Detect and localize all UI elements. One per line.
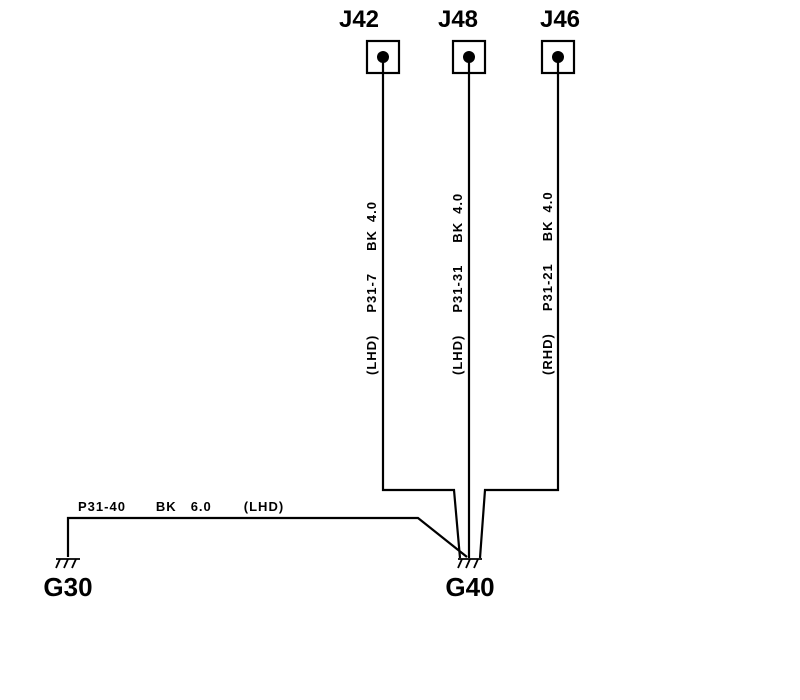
ground-label-g40: G40: [445, 572, 494, 602]
wire-pin: P31-31: [450, 265, 465, 313]
wire-variant: (LHD): [364, 335, 379, 375]
connector-label-j42: J42: [339, 6, 379, 33]
wire-variant: (RHD): [540, 333, 555, 375]
wire-color: BK: [364, 230, 379, 251]
wire-color: BK: [540, 220, 555, 241]
wire-j42-to-g40: [381, 57, 462, 559]
wire-gauge: 4.0: [450, 193, 465, 214]
wire-gauge: 6.0: [191, 499, 212, 514]
wire-label-j46: (RHD) P31-21 BK 4.0: [540, 191, 555, 375]
wire-color: BK: [450, 222, 465, 243]
connector-label-j46: J46: [540, 6, 580, 33]
wire-pin: P31-40: [78, 499, 126, 514]
wire-variant: (LHD): [244, 499, 284, 514]
wire-label-j42: (LHD) P31-7 BK 4.0: [364, 201, 379, 375]
wire-label-j48: (LHD) P31-31 BK 4.0: [450, 193, 465, 375]
connector-label-j48: J48: [438, 6, 478, 33]
wire-g30-to-g40: [66, 516, 468, 558]
ground-label-g30: G30: [43, 572, 92, 602]
wire-pin: P31-21: [540, 263, 555, 311]
wire-gauge: 4.0: [540, 191, 555, 212]
wire-variant: (LHD): [450, 335, 465, 375]
ground-symbol-g30: [55, 558, 80, 569]
ground-symbol-g40: [457, 558, 482, 569]
wire-label-g30: P31-40 BK 6.0 (LHD): [78, 499, 284, 514]
wire-j46-to-g40: [478, 57, 560, 559]
wire-gauge: 4.0: [364, 201, 379, 222]
wire-color: BK: [156, 499, 177, 514]
wire-pin: P31-7: [364, 273, 379, 313]
